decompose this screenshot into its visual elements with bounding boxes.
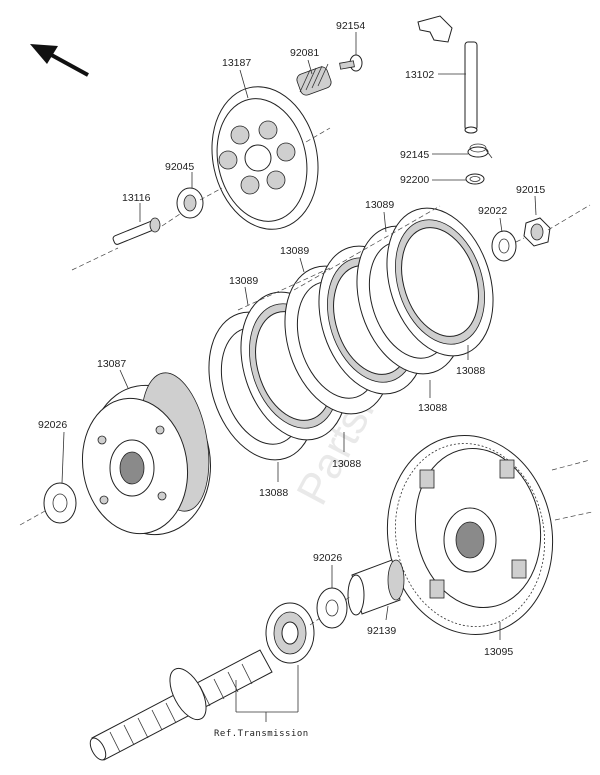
label-92026-left: 92026 — [38, 419, 67, 431]
label-13088-middle: 13088 — [332, 458, 361, 470]
clutch-spring — [296, 63, 332, 96]
label-92154: 92154 — [336, 20, 365, 32]
washer-92022 — [491, 230, 517, 262]
thrust-washer-right — [316, 587, 348, 629]
release-shaft — [417, 15, 478, 134]
label-13088-rear: 13088 — [418, 402, 447, 414]
spring-bolt — [339, 54, 363, 72]
label-13089-front: 13089 — [229, 275, 258, 287]
assembly-guides — [19, 127, 593, 626]
label-92081: 92081 — [290, 47, 319, 59]
label-92015: 92015 — [516, 184, 545, 196]
leader-lines — [61, 32, 537, 722]
thrust-washer-left — [43, 482, 77, 524]
release-bearing — [176, 187, 204, 219]
label-13102: 13102 — [405, 69, 434, 81]
friction-plate-stack — [208, 207, 494, 461]
input-shaft — [89, 649, 273, 761]
label-92045: 92045 — [165, 161, 194, 173]
label-13095: 13095 — [484, 646, 513, 658]
ref-transmission-note: Ref.Transmission — [214, 729, 309, 739]
shaft-spring — [467, 143, 493, 159]
pushrod — [112, 217, 161, 245]
circlip — [465, 173, 485, 185]
label-92145: 92145 — [400, 149, 429, 161]
label-13089-middle: 13089 — [280, 245, 309, 257]
clutch-housing — [386, 434, 554, 636]
label-92026-right: 92026 — [313, 552, 342, 564]
direction-arrow-icon — [30, 44, 89, 77]
shaft-bearing — [265, 602, 315, 664]
pressure-plate — [211, 86, 319, 230]
label-13187: 13187 — [222, 57, 251, 69]
label-13088-right: 13088 — [456, 365, 485, 377]
callout-labels: 13187 92081 92154 13102 92045 92145 9220… — [38, 20, 545, 739]
label-92022: 92022 — [478, 205, 507, 217]
label-92200: 92200 — [400, 174, 429, 186]
label-92139: 92139 — [367, 625, 396, 637]
label-13116: 13116 — [122, 192, 151, 204]
label-13089-top: 13089 — [365, 199, 394, 211]
label-13087: 13087 — [97, 358, 126, 370]
housing-sleeve — [347, 559, 405, 616]
hub-nut — [523, 217, 551, 247]
label-13088-front: 13088 — [259, 487, 288, 499]
clutch-hub — [81, 372, 212, 536]
